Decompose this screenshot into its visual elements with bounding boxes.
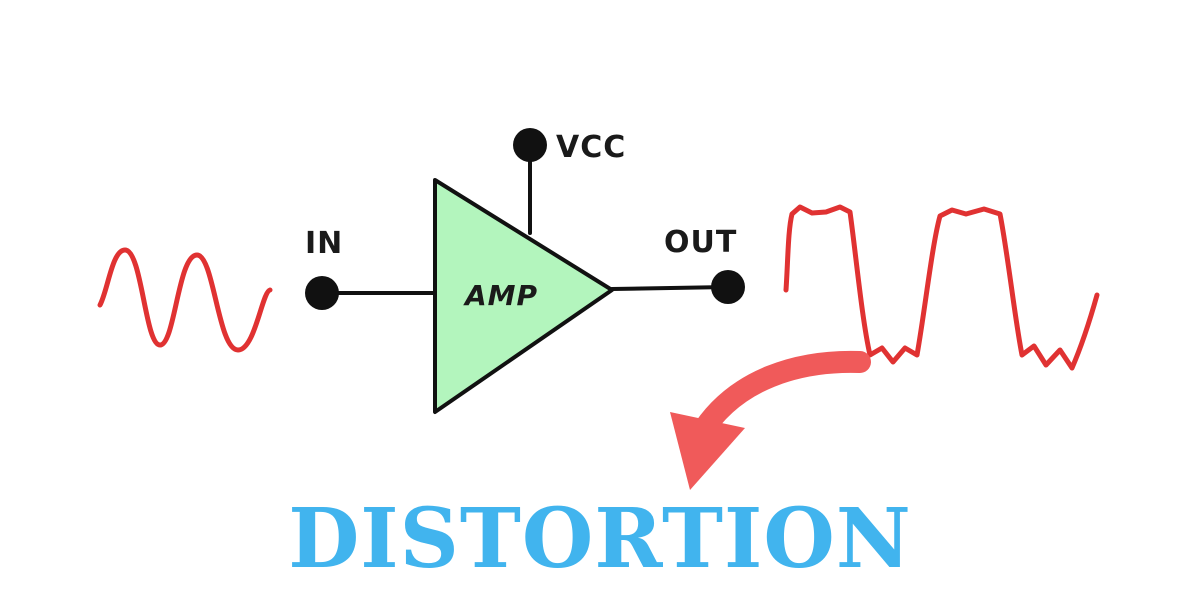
input-terminal (305, 276, 339, 310)
distortion-caption: DISTORTION (288, 491, 912, 587)
curved-arrow-icon (670, 350, 871, 490)
vcc-label: VCC (556, 130, 626, 165)
input-label: IN (305, 226, 343, 261)
output-label: OUT (664, 225, 737, 260)
vcc-terminal (513, 128, 547, 162)
clipped-wave-icon (783, 204, 1100, 371)
amplifier-triangle (433, 178, 614, 414)
output-wire (610, 285, 730, 291)
output-terminal (711, 270, 745, 304)
sine-wave-icon (97, 247, 273, 353)
amp-label: AMP (463, 279, 538, 312)
